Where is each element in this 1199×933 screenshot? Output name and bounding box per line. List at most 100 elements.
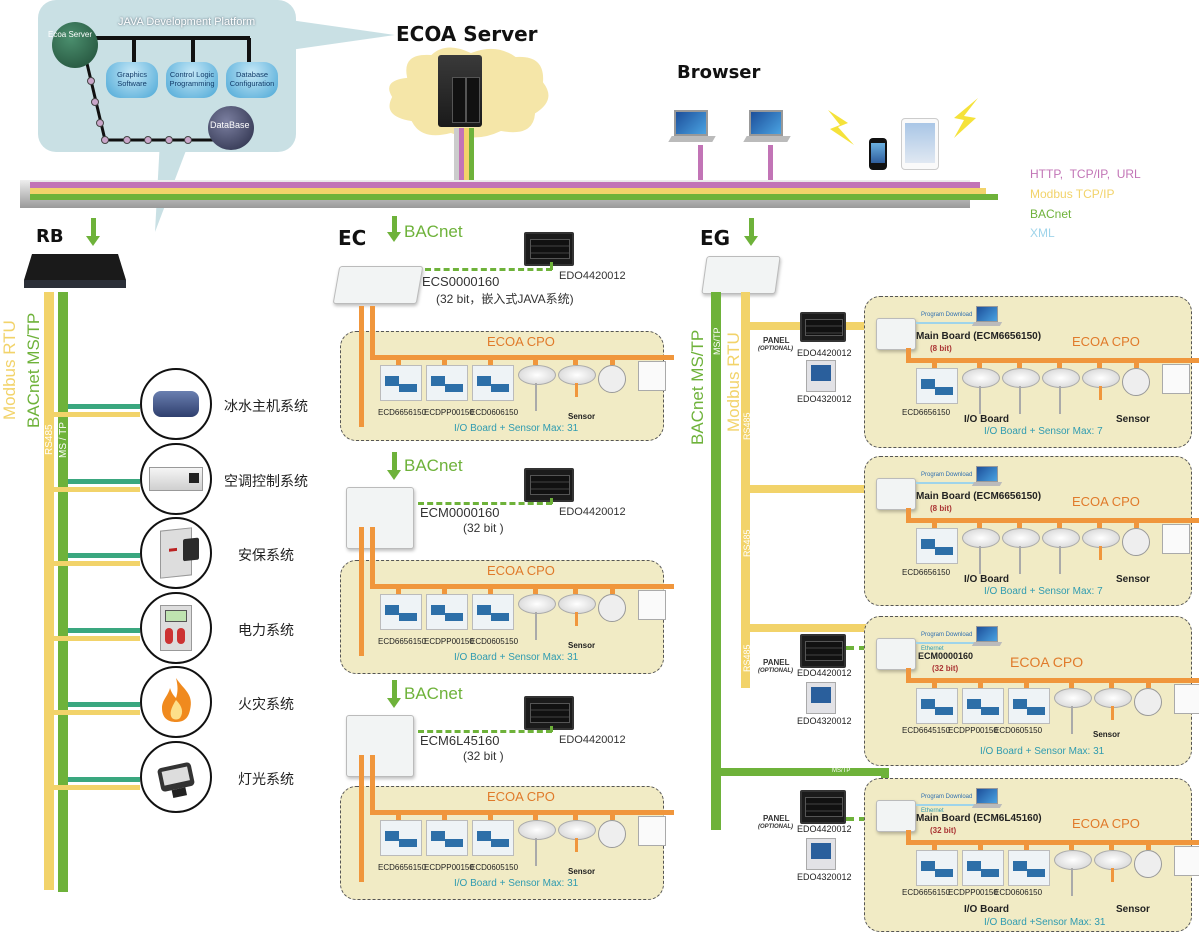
rb-rs485-tap	[54, 635, 140, 641]
module-database-config-label: Database Configuration	[229, 70, 275, 88]
bus-tap	[488, 810, 493, 820]
io-board-device	[962, 850, 1004, 886]
rb-mstp-tap	[68, 478, 140, 484]
bus-tap	[1146, 840, 1151, 850]
bus-tap	[932, 840, 937, 850]
rs485-drop	[906, 508, 911, 520]
backbone-http	[30, 182, 980, 188]
bus-tap	[488, 584, 493, 594]
duct-sensor-device	[558, 365, 596, 385]
io-board-device	[472, 820, 514, 856]
sensor-label: Sensor	[1116, 414, 1150, 425]
bus-tap	[977, 358, 982, 368]
program-download-label: Program Download	[921, 472, 973, 478]
chiller-icon	[153, 391, 199, 417]
bus-tap	[442, 584, 447, 594]
rs485-cpo-bus	[906, 678, 1199, 683]
sensor-probe	[979, 546, 981, 574]
touch-panel-icon	[800, 790, 846, 824]
sensor-label: Sensor	[1116, 904, 1150, 915]
controller-device	[346, 715, 414, 777]
bus-tap	[610, 355, 615, 365]
cpo-title: ECOA CPO	[1072, 816, 1140, 831]
bus-tap	[1057, 358, 1062, 368]
bus-tap	[1146, 678, 1151, 688]
panel-label: PANEL	[763, 336, 790, 345]
rs485-drop	[370, 527, 375, 584]
sensor-probe	[535, 612, 537, 640]
eg-rs485-label-3: RS485	[742, 644, 752, 672]
bus-tap	[573, 810, 578, 820]
rs485-tap	[750, 624, 866, 632]
sensor-probe	[1059, 546, 1061, 574]
bus-tap	[610, 584, 615, 594]
cpo-caption: I/O Board + Sensor Max: 31	[454, 878, 579, 889]
io-board-label: ECD6656150	[378, 637, 427, 646]
io-board-label: ECDPP00150	[424, 863, 474, 872]
rb-bacnet-label: BACnet MS/TP	[24, 312, 43, 428]
panel-optional-label: (OPTIONAL)	[758, 824, 793, 830]
laptop-link	[768, 145, 773, 187]
bus-tap	[1024, 678, 1029, 688]
server-drop-gray	[454, 128, 459, 190]
bacnet-label: BACnet	[404, 222, 463, 241]
panel-link-dashed	[550, 262, 553, 270]
eg-modbus-label: Modbus RTU	[724, 332, 743, 432]
module-graphics-label: Graphics Software	[116, 70, 147, 88]
panel-optional-label: (OPTIONAL)	[758, 668, 793, 674]
panel-link-dashed	[418, 502, 552, 505]
system-label: 安保系统	[238, 548, 294, 565]
duct-sensor-device	[1082, 368, 1120, 388]
ethernet-label: Ethernet	[921, 808, 944, 814]
cpo-title: ECOA CPO	[487, 789, 555, 804]
eg-bacnet-label: BACnet MS/TP	[688, 329, 707, 445]
ecoa-server-node	[52, 22, 98, 68]
cpo-title: ECOA CPO	[1072, 494, 1140, 509]
ec-title: EC	[338, 226, 367, 250]
rb-mstp-tap	[68, 777, 140, 782]
bus-tap	[1069, 678, 1074, 688]
panel-model-label: EDO4420012	[559, 506, 626, 518]
java-platform-title: JAVA Development Platform	[118, 16, 256, 28]
eg-rs485-bus	[741, 292, 750, 688]
duct-sensor-device	[1054, 850, 1092, 870]
io-board-device	[916, 688, 958, 724]
rb-mstp-tap	[68, 553, 140, 559]
touch-panel-icon	[524, 696, 574, 730]
laptop-icon	[971, 626, 1003, 646]
thermostat-device	[638, 590, 666, 620]
system-circle	[140, 442, 212, 515]
platform-bus-line	[95, 36, 250, 40]
sensor-label: Sensor	[568, 641, 596, 650]
rs485-drop	[906, 668, 911, 680]
program-download-line	[916, 642, 976, 644]
rb-mstp-bus	[58, 292, 68, 892]
bus-tap	[396, 810, 401, 820]
laptop-icon	[971, 788, 1003, 808]
system-label: 冰水主机系统	[224, 399, 308, 415]
wireless-bolt-icon	[954, 98, 978, 138]
thermostat-device	[638, 361, 666, 391]
bus-tap	[1017, 518, 1022, 528]
panel-label: PANEL	[763, 658, 790, 667]
security-reader-icon	[160, 527, 199, 579]
rs485-tap	[750, 485, 878, 493]
connector	[132, 38, 136, 62]
program-download-label: Program Download	[921, 632, 973, 638]
panel-model-label: EDO4320012	[797, 394, 852, 404]
main-board-label: Main Board (ECM6656150)	[916, 331, 1042, 342]
hvac-unit-icon	[149, 466, 203, 491]
program-download-label: Program Download	[921, 794, 973, 800]
legend-bacnet: BACnet	[1030, 207, 1072, 221]
system-circle	[140, 741, 212, 813]
rs485-drop	[359, 306, 364, 427]
io-board-device	[916, 368, 958, 404]
bus-tap	[1109, 678, 1114, 688]
rs485-cpo-bus	[370, 810, 674, 815]
panel-link-dashed	[425, 268, 552, 271]
bus-tap	[533, 355, 538, 365]
bacnet-label: BACnet	[404, 456, 463, 475]
rs485-cpo-bus	[370, 355, 674, 360]
ethernet-label: Ethernet	[921, 646, 944, 652]
bacnet-label: BACnet	[404, 684, 463, 703]
